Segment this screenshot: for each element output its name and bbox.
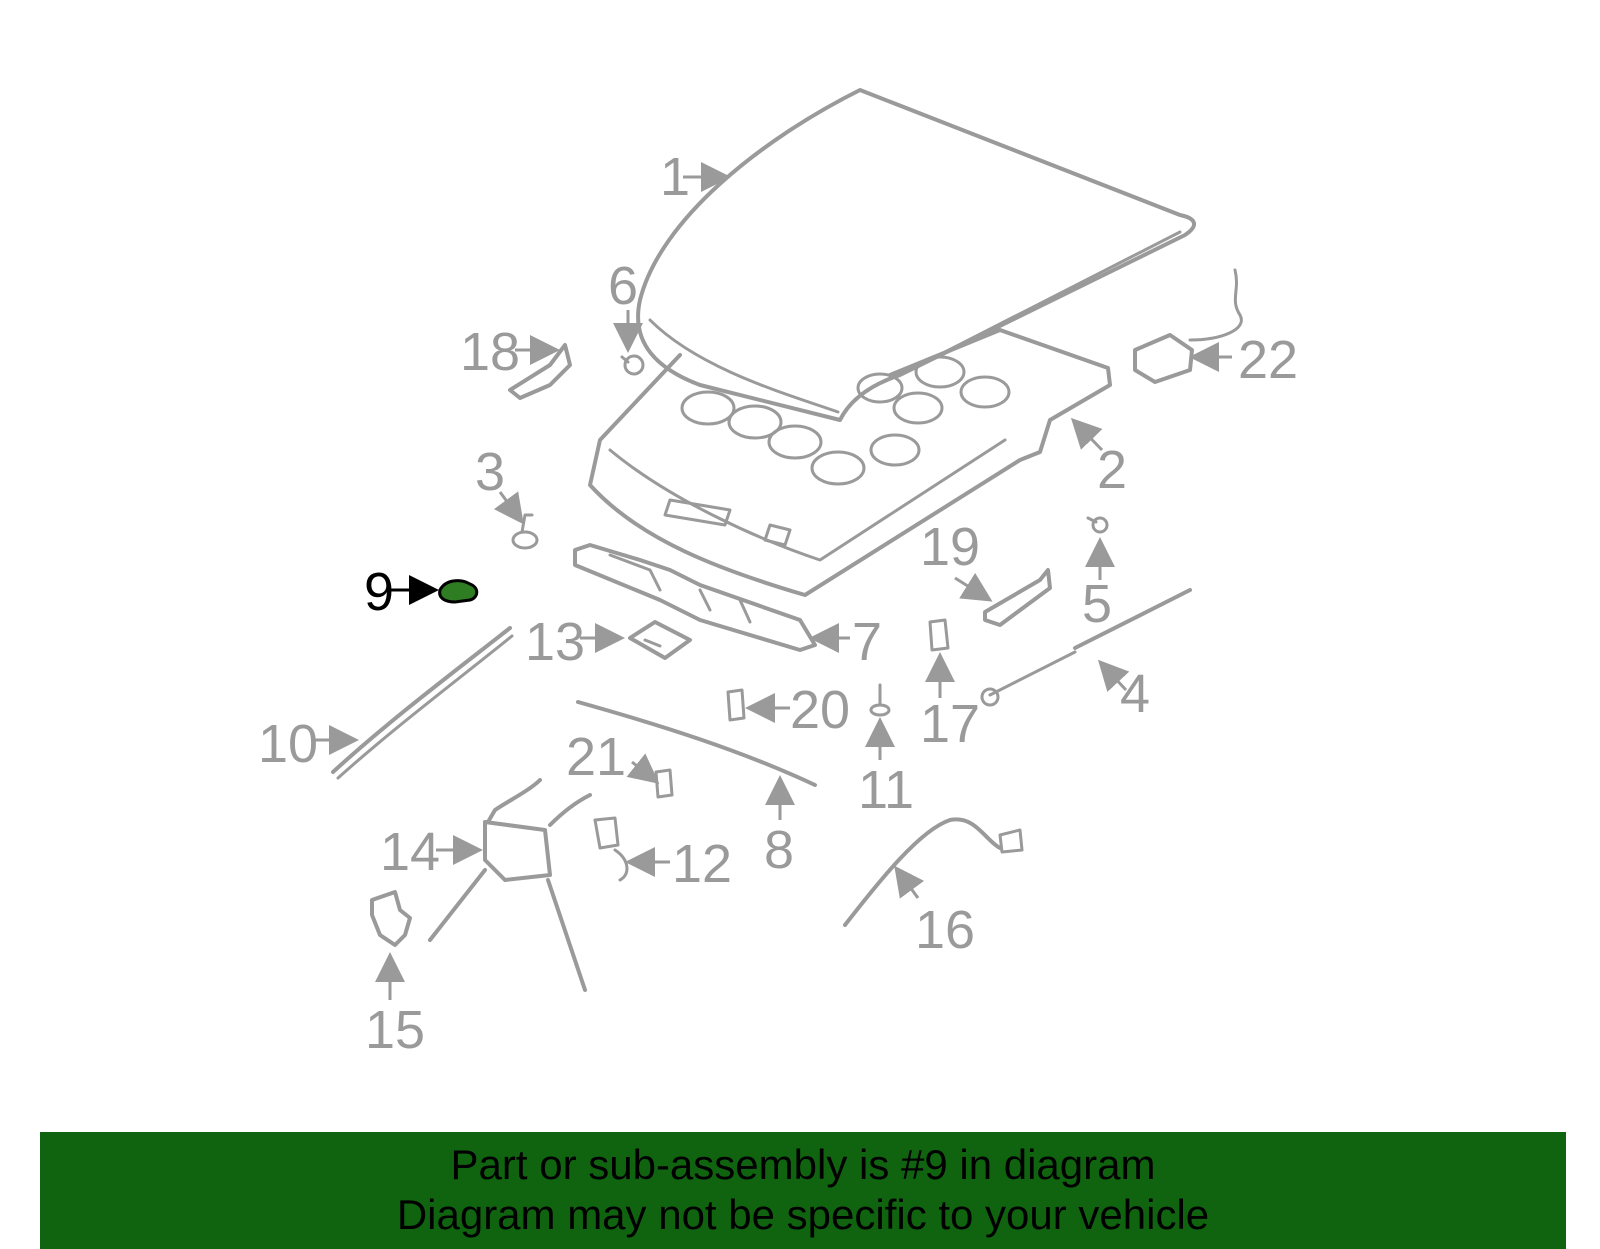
part-9-highlighted [438, 579, 479, 604]
part-15-latch [370, 890, 412, 947]
banner-line-disclaimer: Diagram may not be specific to your vehi… [396, 1191, 1210, 1238]
callout-22[interactable]: 22 [1238, 330, 1298, 390]
callout-7[interactable]: 7 [852, 612, 882, 672]
callout-2[interactable]: 2 [1097, 440, 1127, 500]
part-11-bolt [869, 683, 891, 717]
part-10-seal [331, 626, 514, 780]
part-2-hood-inner-panel [588, 328, 1112, 597]
part-7-deflector [573, 543, 817, 652]
callout-12[interactable]: 12 [672, 834, 732, 894]
callout-10[interactable]: 10 [258, 714, 318, 774]
callout-13[interactable]: 13 [525, 612, 585, 672]
part-22-switch [1133, 268, 1243, 384]
callout-1[interactable]: 1 [660, 147, 690, 207]
callout-labels: 1 2 3 4 5 6 7 8 9 10 11 12 13 14 15 16 1… [258, 147, 1298, 1060]
part-13-latch-cover [628, 620, 692, 660]
callout-16[interactable]: 16 [915, 900, 975, 960]
part-18-bracket [508, 343, 572, 400]
part-5-clip [1086, 516, 1109, 534]
part-20-plug [726, 688, 746, 722]
part-19-bracket [983, 568, 1052, 627]
callout-19[interactable]: 19 [920, 517, 980, 577]
callout-17[interactable]: 17 [920, 694, 980, 754]
callout-6[interactable]: 6 [608, 256, 638, 316]
callout-4[interactable]: 4 [1120, 664, 1150, 724]
banner-line-part: Part or sub-assembly is #9 in diagram [450, 1141, 1156, 1188]
callout-15[interactable]: 15 [365, 1000, 425, 1060]
part-14-hinge [428, 778, 592, 992]
part-12-cable-clip [593, 816, 629, 882]
part-21-grommet [654, 768, 674, 799]
part-16-release-cable [843, 817, 1024, 927]
callout-9[interactable]: 9 [364, 562, 394, 622]
callout-14[interactable]: 14 [380, 822, 440, 882]
part-6-retainer [620, 354, 645, 376]
info-banner: Part or sub-assembly is #9 in diagram Di… [40, 1132, 1566, 1249]
callout-21[interactable]: 21 [566, 727, 626, 787]
callout-20[interactable]: 20 [790, 680, 850, 740]
part-17-clip [928, 618, 950, 652]
callout-arrows [312, 162, 1232, 1000]
parts-diagram: 1 2 3 4 5 6 7 8 9 10 11 12 13 14 15 16 1… [258, 88, 1298, 1060]
callout-8[interactable]: 8 [764, 820, 794, 880]
part-3-bumper [511, 513, 539, 550]
callout-18[interactable]: 18 [460, 322, 520, 382]
callout-3[interactable]: 3 [475, 442, 505, 502]
callout-11[interactable]: 11 [858, 760, 914, 820]
part-4-lift-support [980, 588, 1192, 707]
callout-5[interactable]: 5 [1082, 574, 1112, 634]
part-8-weatherstrip [576, 700, 817, 787]
